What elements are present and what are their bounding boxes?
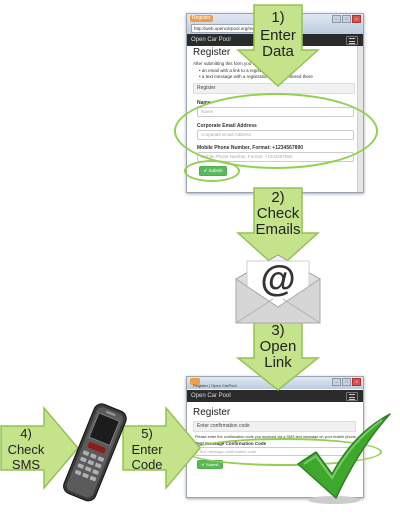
menu-toggle-icon[interactable] [346,36,358,45]
close-icon[interactable]: × [352,15,361,23]
step1-arrow: 1) Enter Data [236,4,320,88]
page-title-2: Register [193,407,231,418]
step4-arrow [0,406,80,490]
step5-arrow [122,406,202,490]
window-controls: – □ × [332,15,361,23]
step2-number: 2) [271,189,285,206]
step5-label: Enter Code [131,442,163,472]
step4-number: 4) [20,426,32,441]
panel-heading-2: Enter confirmation code [193,421,356,432]
step5-number: 5) [141,426,153,441]
navbar-brand[interactable]: Open Car Pool [191,37,231,43]
navbar-2: Open Car Pool [187,390,363,402]
browser-tab-title[interactable]: Register | Open CarPool [193,383,237,388]
navbar-brand-2[interactable]: Open Car Pool [191,393,231,399]
minimize-icon[interactable]: – [332,15,341,23]
form-fields-highlight [174,93,378,169]
mobile-phone-icon [48,402,140,502]
step4-label: Check SMS [7,442,45,472]
step2-label: Check Emails [255,205,301,238]
maximize-icon[interactable]: □ [342,378,351,386]
browser-tab[interactable]: Register [190,15,213,22]
step2-arrow: 2) Check Emails [236,187,320,271]
window-controls-2: – □ × [332,378,361,386]
step3-label: Open Link [259,338,297,371]
maximize-icon[interactable]: □ [342,15,351,23]
submit-highlight [184,160,240,182]
browser-tab-2[interactable] [190,378,200,385]
intro-text: After submitting this form you will [193,61,259,66]
close-icon[interactable]: × [352,378,361,386]
minimize-icon[interactable]: – [332,378,341,386]
bullet-email: • an email with a link to a register [199,68,265,73]
email-envelope-icon: @ [233,253,323,325]
confirmation-screenshot: Register | Open CarPool – □ × Open Car P… [186,376,364,498]
menu-toggle-icon[interactable] [346,392,358,401]
checkmark-icon [294,412,394,506]
step3-number: 3) [271,322,285,339]
page-title: Register [193,47,231,58]
step3-arrow: 3) Open Link [236,320,320,392]
instructions-text: Please enter the confirmation code you r… [195,435,357,439]
bullet-sms: • a text message with a registration cod… [199,74,313,79]
at-sign-icon: @ [260,258,296,299]
step1-label: Enter Data [260,27,296,60]
step1-number: 1) [271,9,285,26]
